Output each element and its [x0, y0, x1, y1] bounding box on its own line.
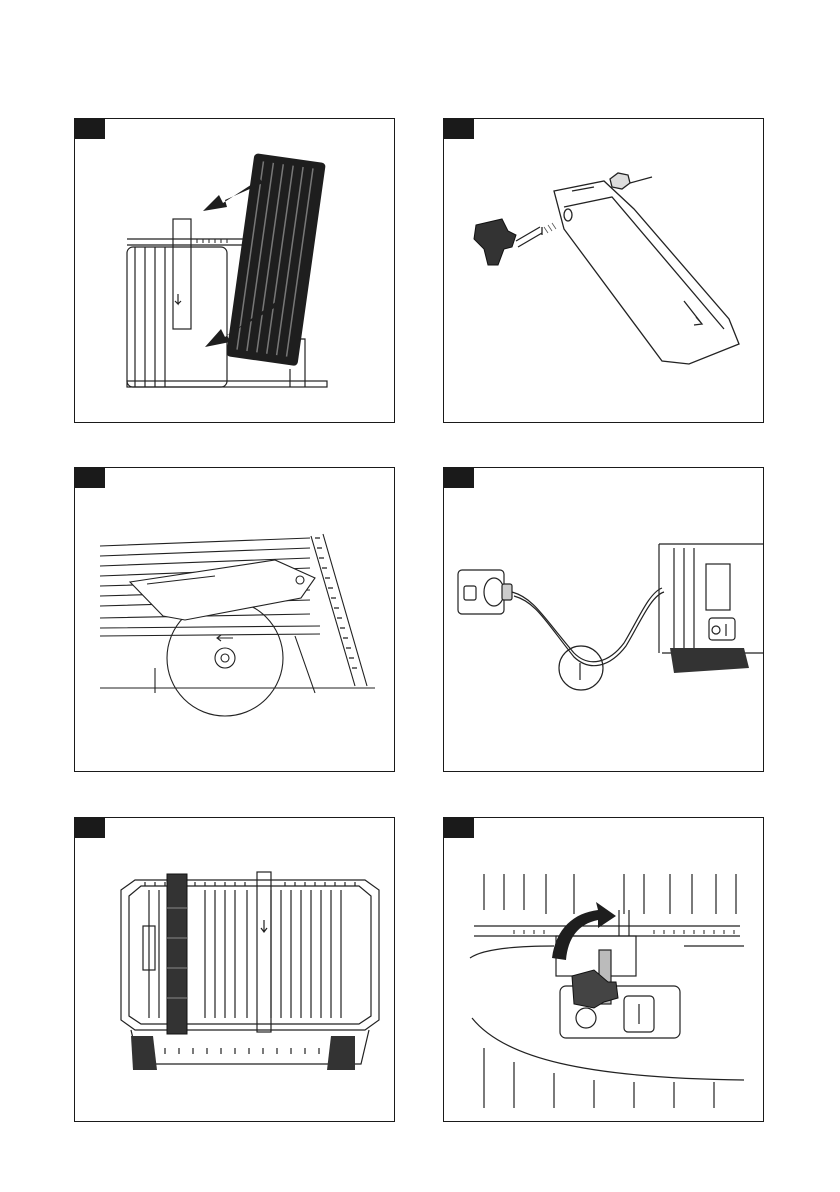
saw-top-view-illustration [75, 818, 395, 1122]
guard-removal-illustration [75, 119, 395, 423]
figure-panel-5 [74, 817, 395, 1122]
figure-panel-3 [74, 467, 395, 772]
figure-panel-6 [443, 817, 764, 1122]
power-plug-illustration [444, 468, 764, 772]
locking-knob-illustration [444, 818, 764, 1122]
figure-panel-4 [443, 467, 764, 772]
guard-bolt-assembly-illustration [444, 119, 764, 423]
figure-panel-2 [443, 118, 764, 423]
figure-panel-1 [74, 118, 395, 423]
blade-guard-installed-illustration [75, 468, 395, 772]
